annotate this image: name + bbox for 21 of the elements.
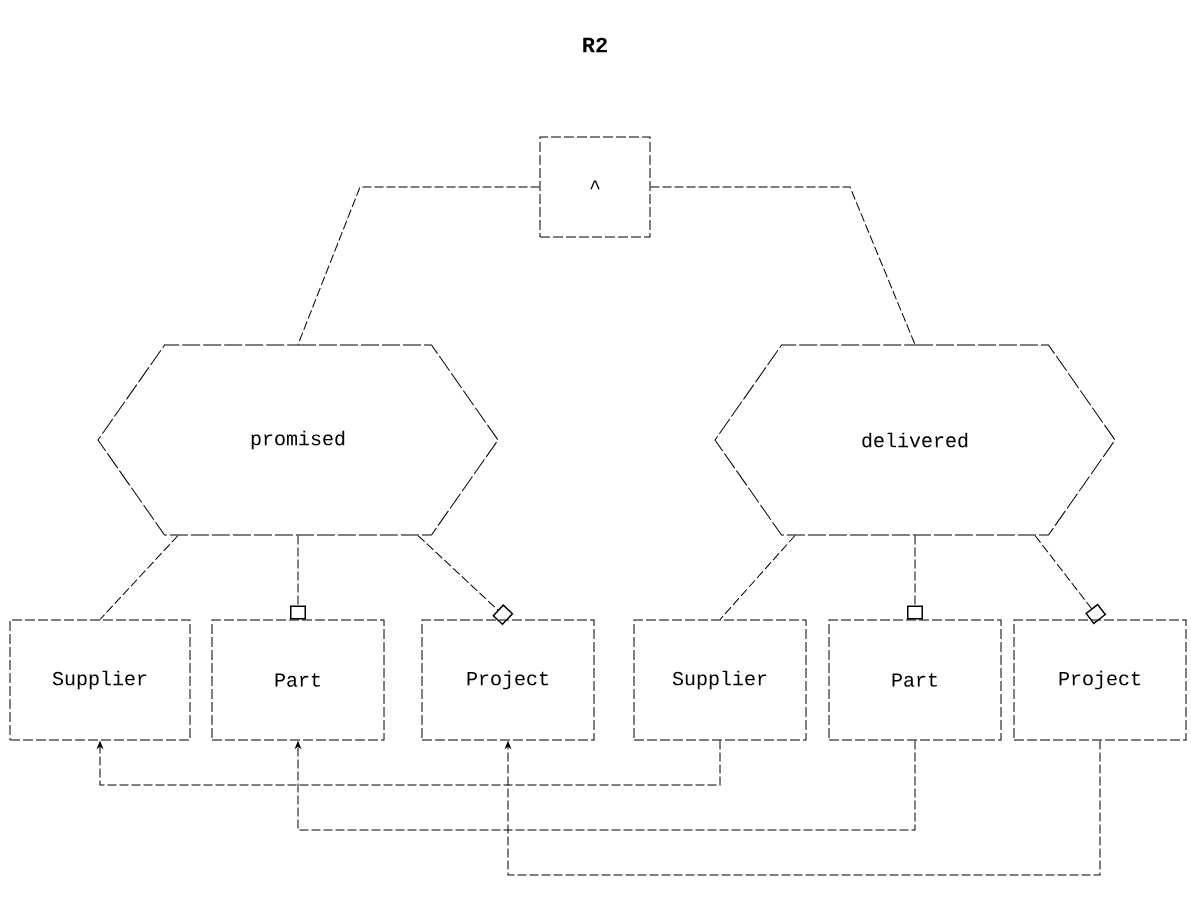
connector — [97, 740, 721, 786]
entity-box: Supplier — [9, 619, 191, 741]
connector — [907, 535, 923, 620]
connector — [650, 186, 916, 345]
connector — [417, 535, 514, 626]
connector — [505, 740, 1101, 876]
entity-box: Project — [1013, 619, 1187, 741]
entity-box: Part — [211, 619, 385, 741]
hexagon-relationship: promised — [97, 344, 499, 536]
connector — [1034, 535, 1107, 625]
entity-box: Part — [828, 619, 1002, 741]
entity-box: Project — [421, 619, 595, 741]
connector — [297, 186, 540, 345]
entity-box: ^ — [539, 136, 651, 238]
hexagon-relationship: delivered — [714, 344, 1116, 536]
connector — [295, 740, 916, 831]
connector — [99, 535, 179, 620]
entity-box: Supplier — [633, 619, 807, 741]
connector — [290, 535, 306, 620]
title: R2 — [583, 37, 607, 53]
connector — [719, 535, 796, 620]
